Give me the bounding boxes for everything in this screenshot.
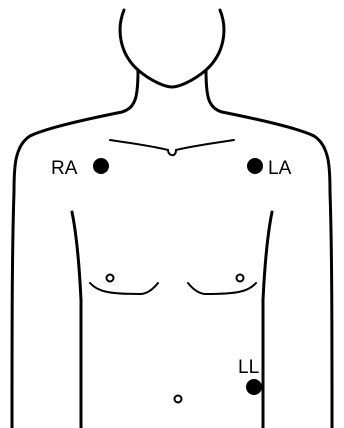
body-outline-left-side: [206, 70, 332, 428]
pectoral-left: [188, 283, 256, 294]
electrode-ll-label: LL: [238, 357, 259, 378]
sternal-notch: [168, 150, 176, 155]
nipple-right: [107, 275, 114, 282]
inner-arm-right: [72, 212, 81, 428]
pectoral-right: [90, 283, 158, 294]
collarbone-left: [176, 140, 234, 150]
electrode-la-dot: [247, 158, 263, 174]
collarbone-right: [110, 140, 168, 150]
electrode-la-label: LA: [268, 158, 292, 179]
electrode-ll-dot: [246, 379, 262, 395]
body-outline-right-side: [12, 70, 138, 428]
nipple-left: [237, 275, 244, 282]
navel: [175, 396, 182, 403]
head-outline: [120, 10, 224, 87]
inner-arm-left: [263, 212, 272, 428]
electrode-ra-label: RA: [51, 158, 78, 179]
electrode-ra-dot: [93, 158, 109, 174]
